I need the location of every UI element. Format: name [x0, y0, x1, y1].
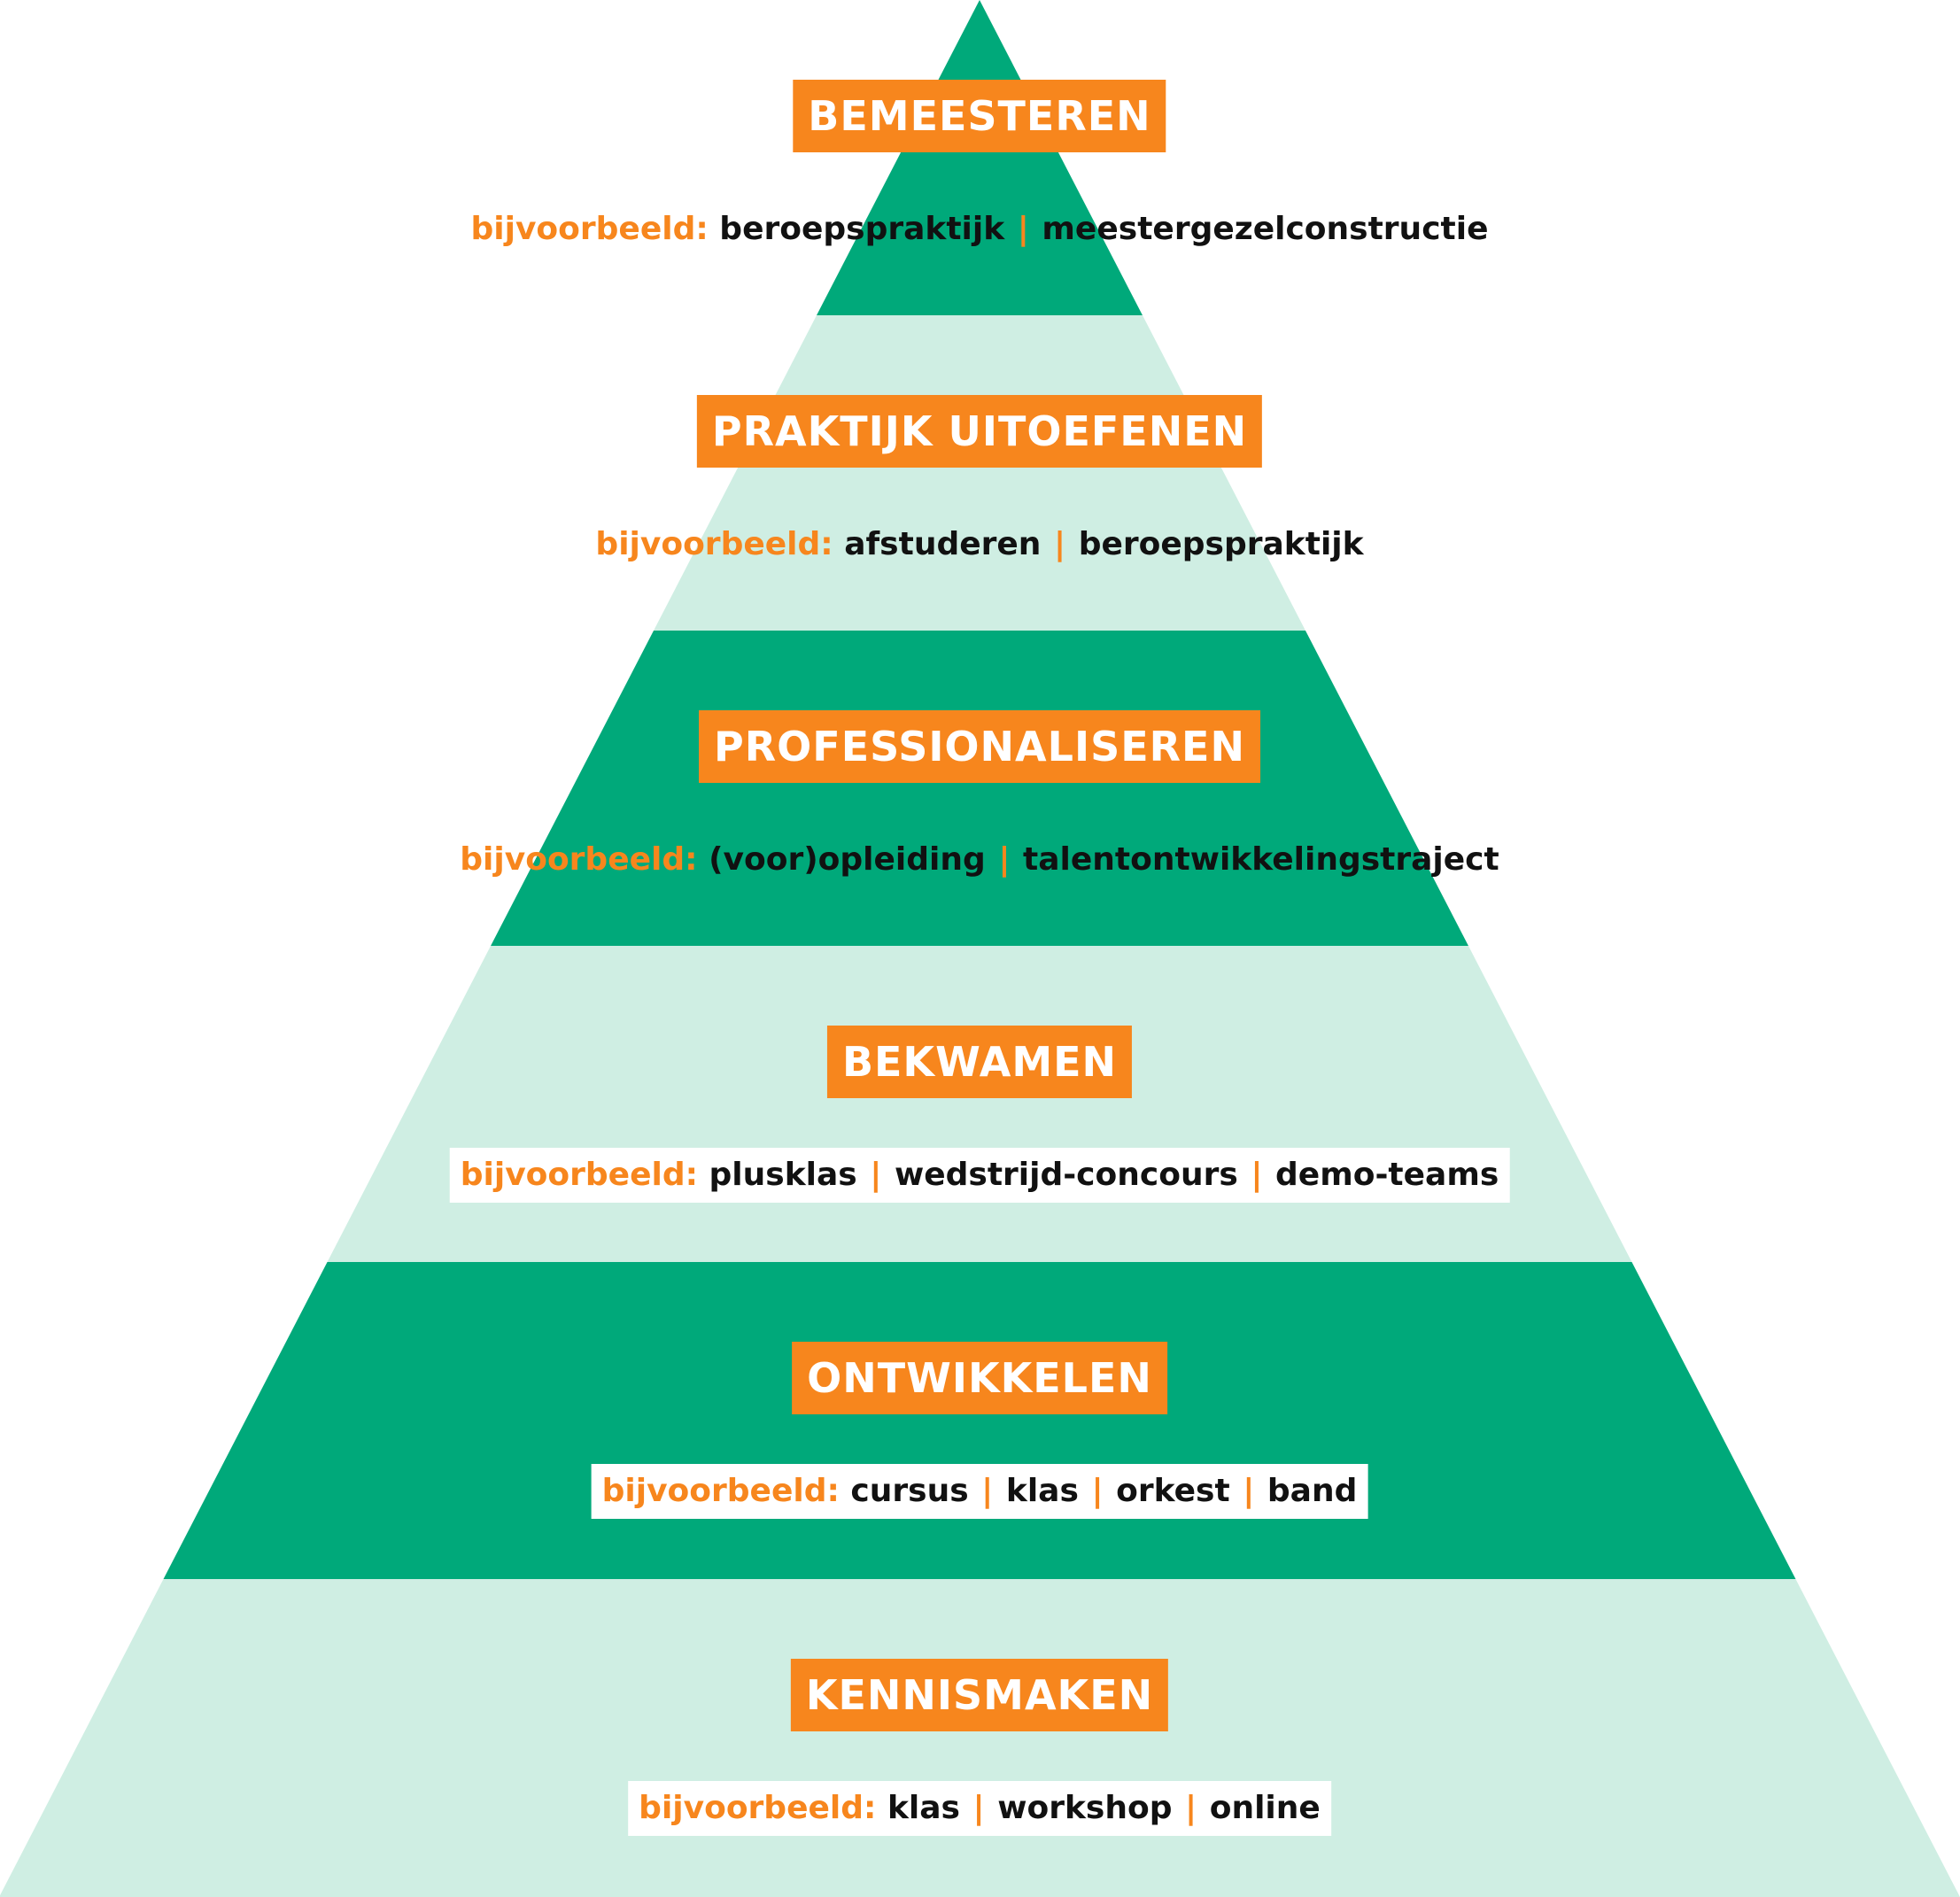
example-item: klas — [887, 1790, 960, 1826]
tier-title: BEMEESTEREN — [793, 80, 1166, 152]
example-prefix: bijvoorbeeld: — [639, 1790, 877, 1826]
example-item: cursus — [850, 1473, 969, 1509]
example-separator: | — [981, 1473, 994, 1509]
pyramid-band-1 — [817, 0, 1143, 315]
pyramid-band-5 — [163, 1262, 1796, 1579]
tier-examples: bijvoorbeeld: beroepspraktijk | meesterg… — [461, 202, 1499, 257]
example-separator: | — [998, 841, 1011, 878]
example-item: klas — [1005, 1473, 1079, 1509]
tier-examples: bijvoorbeeld: klas | workshop | online — [628, 1781, 1331, 1836]
example-item: afstuderen — [844, 526, 1042, 562]
example-item: plusklas — [709, 1157, 857, 1193]
tier-examples: bijvoorbeeld: cursus | klas | orkest | b… — [591, 1464, 1368, 1519]
example-item: demo-teams — [1275, 1157, 1499, 1193]
pyramid-band-2 — [654, 315, 1305, 631]
example-item: online — [1209, 1790, 1321, 1826]
example-separator: | — [972, 1790, 985, 1826]
example-item: band — [1267, 1473, 1358, 1509]
example-separator: | — [1251, 1157, 1263, 1193]
example-item: wedstrijd-concours — [894, 1157, 1238, 1193]
tier-examples: bijvoorbeeld: afstuderen | beroepsprakti… — [585, 517, 1374, 572]
tier-title: PRAKTIJK UITOEFENEN — [696, 395, 1263, 468]
example-item: beroepspraktijk — [1078, 526, 1364, 562]
tier-title: PROFESSIONALISEREN — [699, 710, 1260, 783]
example-prefix: bijvoorbeeld: — [470, 211, 709, 247]
example-separator: | — [1091, 1473, 1104, 1509]
pyramid-band-6 — [0, 1579, 1960, 1897]
tier-examples: bijvoorbeeld: (voor)opleiding | talenton… — [449, 832, 1509, 887]
example-prefix: bijvoorbeeld: — [595, 526, 833, 562]
example-item: workshop — [997, 1790, 1173, 1826]
example-prefix: bijvoorbeeld: — [601, 1473, 840, 1509]
example-separator: | — [1243, 1473, 1255, 1509]
pyramid-band-3 — [491, 631, 1468, 946]
example-item: talentontwikkelingstraject — [1023, 841, 1499, 878]
tier-title: ONTWIKKELEN — [792, 1342, 1167, 1414]
example-separator: | — [1017, 211, 1029, 247]
example-separator: | — [1053, 526, 1066, 562]
example-prefix: bijvoorbeeld: — [460, 841, 698, 878]
tier-title: KENNISMAKEN — [790, 1659, 1169, 1731]
example-item: (voor)opleiding — [709, 841, 986, 878]
pyramid-band-4 — [327, 946, 1632, 1262]
tier-examples: bijvoorbeeld: plusklas | wedstrijd-conco… — [449, 1148, 1510, 1203]
example-item: orkest — [1116, 1473, 1230, 1509]
tier-title: BEKWAMEN — [826, 1026, 1133, 1098]
example-item: beroepspraktijk — [719, 211, 1005, 247]
example-item: meestergezelconstructie — [1042, 211, 1489, 247]
example-separator: | — [870, 1157, 882, 1193]
example-separator: | — [1185, 1790, 1197, 1826]
example-prefix: bijvoorbeeld: — [460, 1157, 698, 1193]
